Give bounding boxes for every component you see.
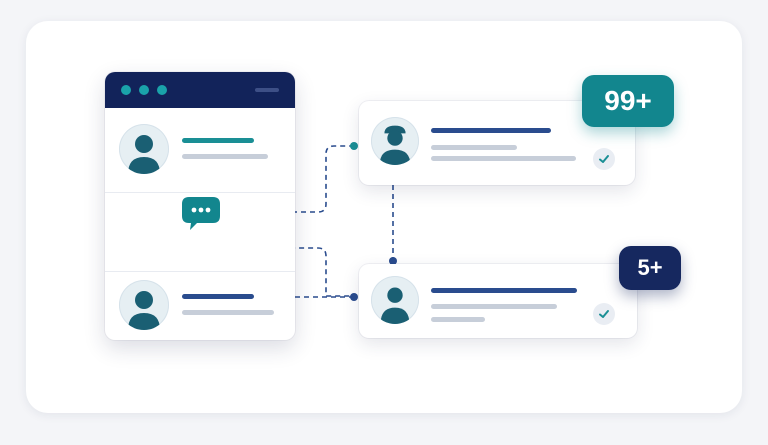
avatar: [119, 124, 169, 174]
connector-chat-to-bottom-card: [261, 228, 354, 297]
person-icon: [380, 287, 410, 324]
notification-card-top[interactable]: [359, 101, 635, 185]
name-placeholder-bar: [182, 294, 254, 299]
detail-placeholder-bar: [431, 156, 576, 161]
notification-card-bottom[interactable]: [359, 264, 637, 338]
avatar: [371, 276, 419, 324]
window-control-dot[interactable]: [157, 85, 167, 95]
detail-placeholder-bar: [431, 145, 517, 150]
node-dot: [350, 142, 358, 150]
window-control-dot[interactable]: [139, 85, 149, 95]
avatar: [371, 117, 419, 165]
chat-bubble-icon[interactable]: [181, 196, 221, 232]
notification-count-badge: 99+: [582, 75, 674, 127]
person-icon: [379, 125, 411, 165]
menu-icon[interactable]: [255, 88, 279, 92]
contact-list-window: [105, 72, 295, 340]
connector-chat-to-top-card: [220, 145, 354, 213]
title-placeholder-bar: [431, 288, 577, 293]
person-icon: [128, 291, 160, 330]
notification-count-badge: 5+: [619, 246, 681, 290]
avatar: [119, 280, 169, 330]
detail-placeholder-bar: [182, 154, 268, 159]
checkmark-icon: [593, 303, 615, 325]
list-item[interactable]: [105, 272, 295, 340]
detail-placeholder-bar: [431, 304, 557, 309]
name-placeholder-bar: [182, 138, 254, 143]
node-dot: [350, 293, 358, 301]
window-control-dot[interactable]: [121, 85, 131, 95]
window-titlebar: [105, 72, 295, 108]
title-placeholder-bar: [431, 128, 551, 133]
node-dot: [389, 257, 397, 265]
message-row: [105, 193, 295, 272]
checkmark-icon: [593, 148, 615, 170]
person-icon: [128, 135, 160, 174]
detail-placeholder-bar: [431, 317, 485, 322]
list-item[interactable]: [105, 108, 295, 193]
detail-placeholder-bar: [182, 310, 274, 315]
